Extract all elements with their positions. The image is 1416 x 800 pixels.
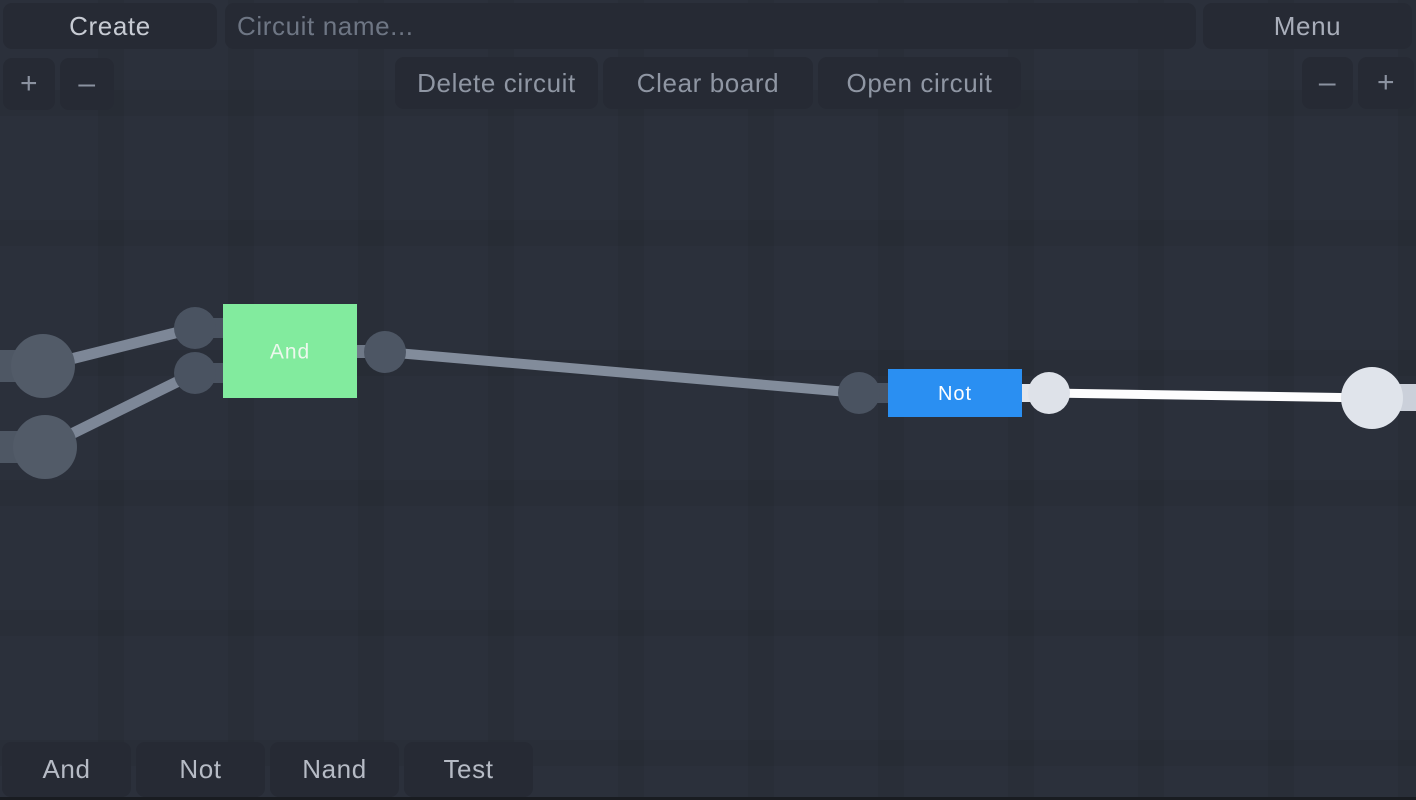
- palette-item-not[interactable]: Not: [136, 742, 265, 797]
- open-circuit-button[interactable]: Open circuit: [818, 57, 1021, 109]
- and-output-pin[interactable]: [364, 331, 406, 373]
- not-input-pin[interactable]: [838, 372, 880, 414]
- menu-button[interactable]: Menu: [1203, 3, 1412, 49]
- zoom-in-button-left[interactable]: +: [3, 58, 55, 110]
- not-gate-label: Not: [938, 383, 972, 405]
- zoom-out-button-right[interactable]: –: [1302, 57, 1353, 109]
- palette-item-test[interactable]: Test: [404, 742, 533, 797]
- zoom-out-button-left[interactable]: –: [60, 58, 114, 110]
- not-gate[interactable]: [888, 369, 1022, 417]
- not-output-pin[interactable]: [1028, 372, 1070, 414]
- and-gate-label: And: [270, 340, 310, 363]
- and-gate[interactable]: [223, 304, 357, 398]
- input-node-b[interactable]: [13, 415, 77, 479]
- input-node-a[interactable]: [11, 334, 75, 398]
- zoom-in-button-right[interactable]: +: [1358, 57, 1414, 109]
- and-input-pin-2[interactable]: [174, 352, 216, 394]
- wire-and-to-not[interactable]: [384, 347, 860, 398]
- palette-item-nand[interactable]: Nand: [270, 742, 399, 797]
- circuit-name-input[interactable]: [225, 3, 1196, 49]
- output-node[interactable]: [1341, 367, 1403, 429]
- clear-board-button[interactable]: Clear board: [603, 57, 813, 109]
- wire-not-to-output[interactable]: [1048, 388, 1373, 403]
- create-button[interactable]: Create: [3, 3, 217, 49]
- palette-item-and[interactable]: And: [2, 742, 131, 797]
- and-input-pin-1[interactable]: [174, 307, 216, 349]
- bottom-edge-strip: [0, 797, 1416, 800]
- delete-circuit-button[interactable]: Delete circuit: [395, 57, 598, 109]
